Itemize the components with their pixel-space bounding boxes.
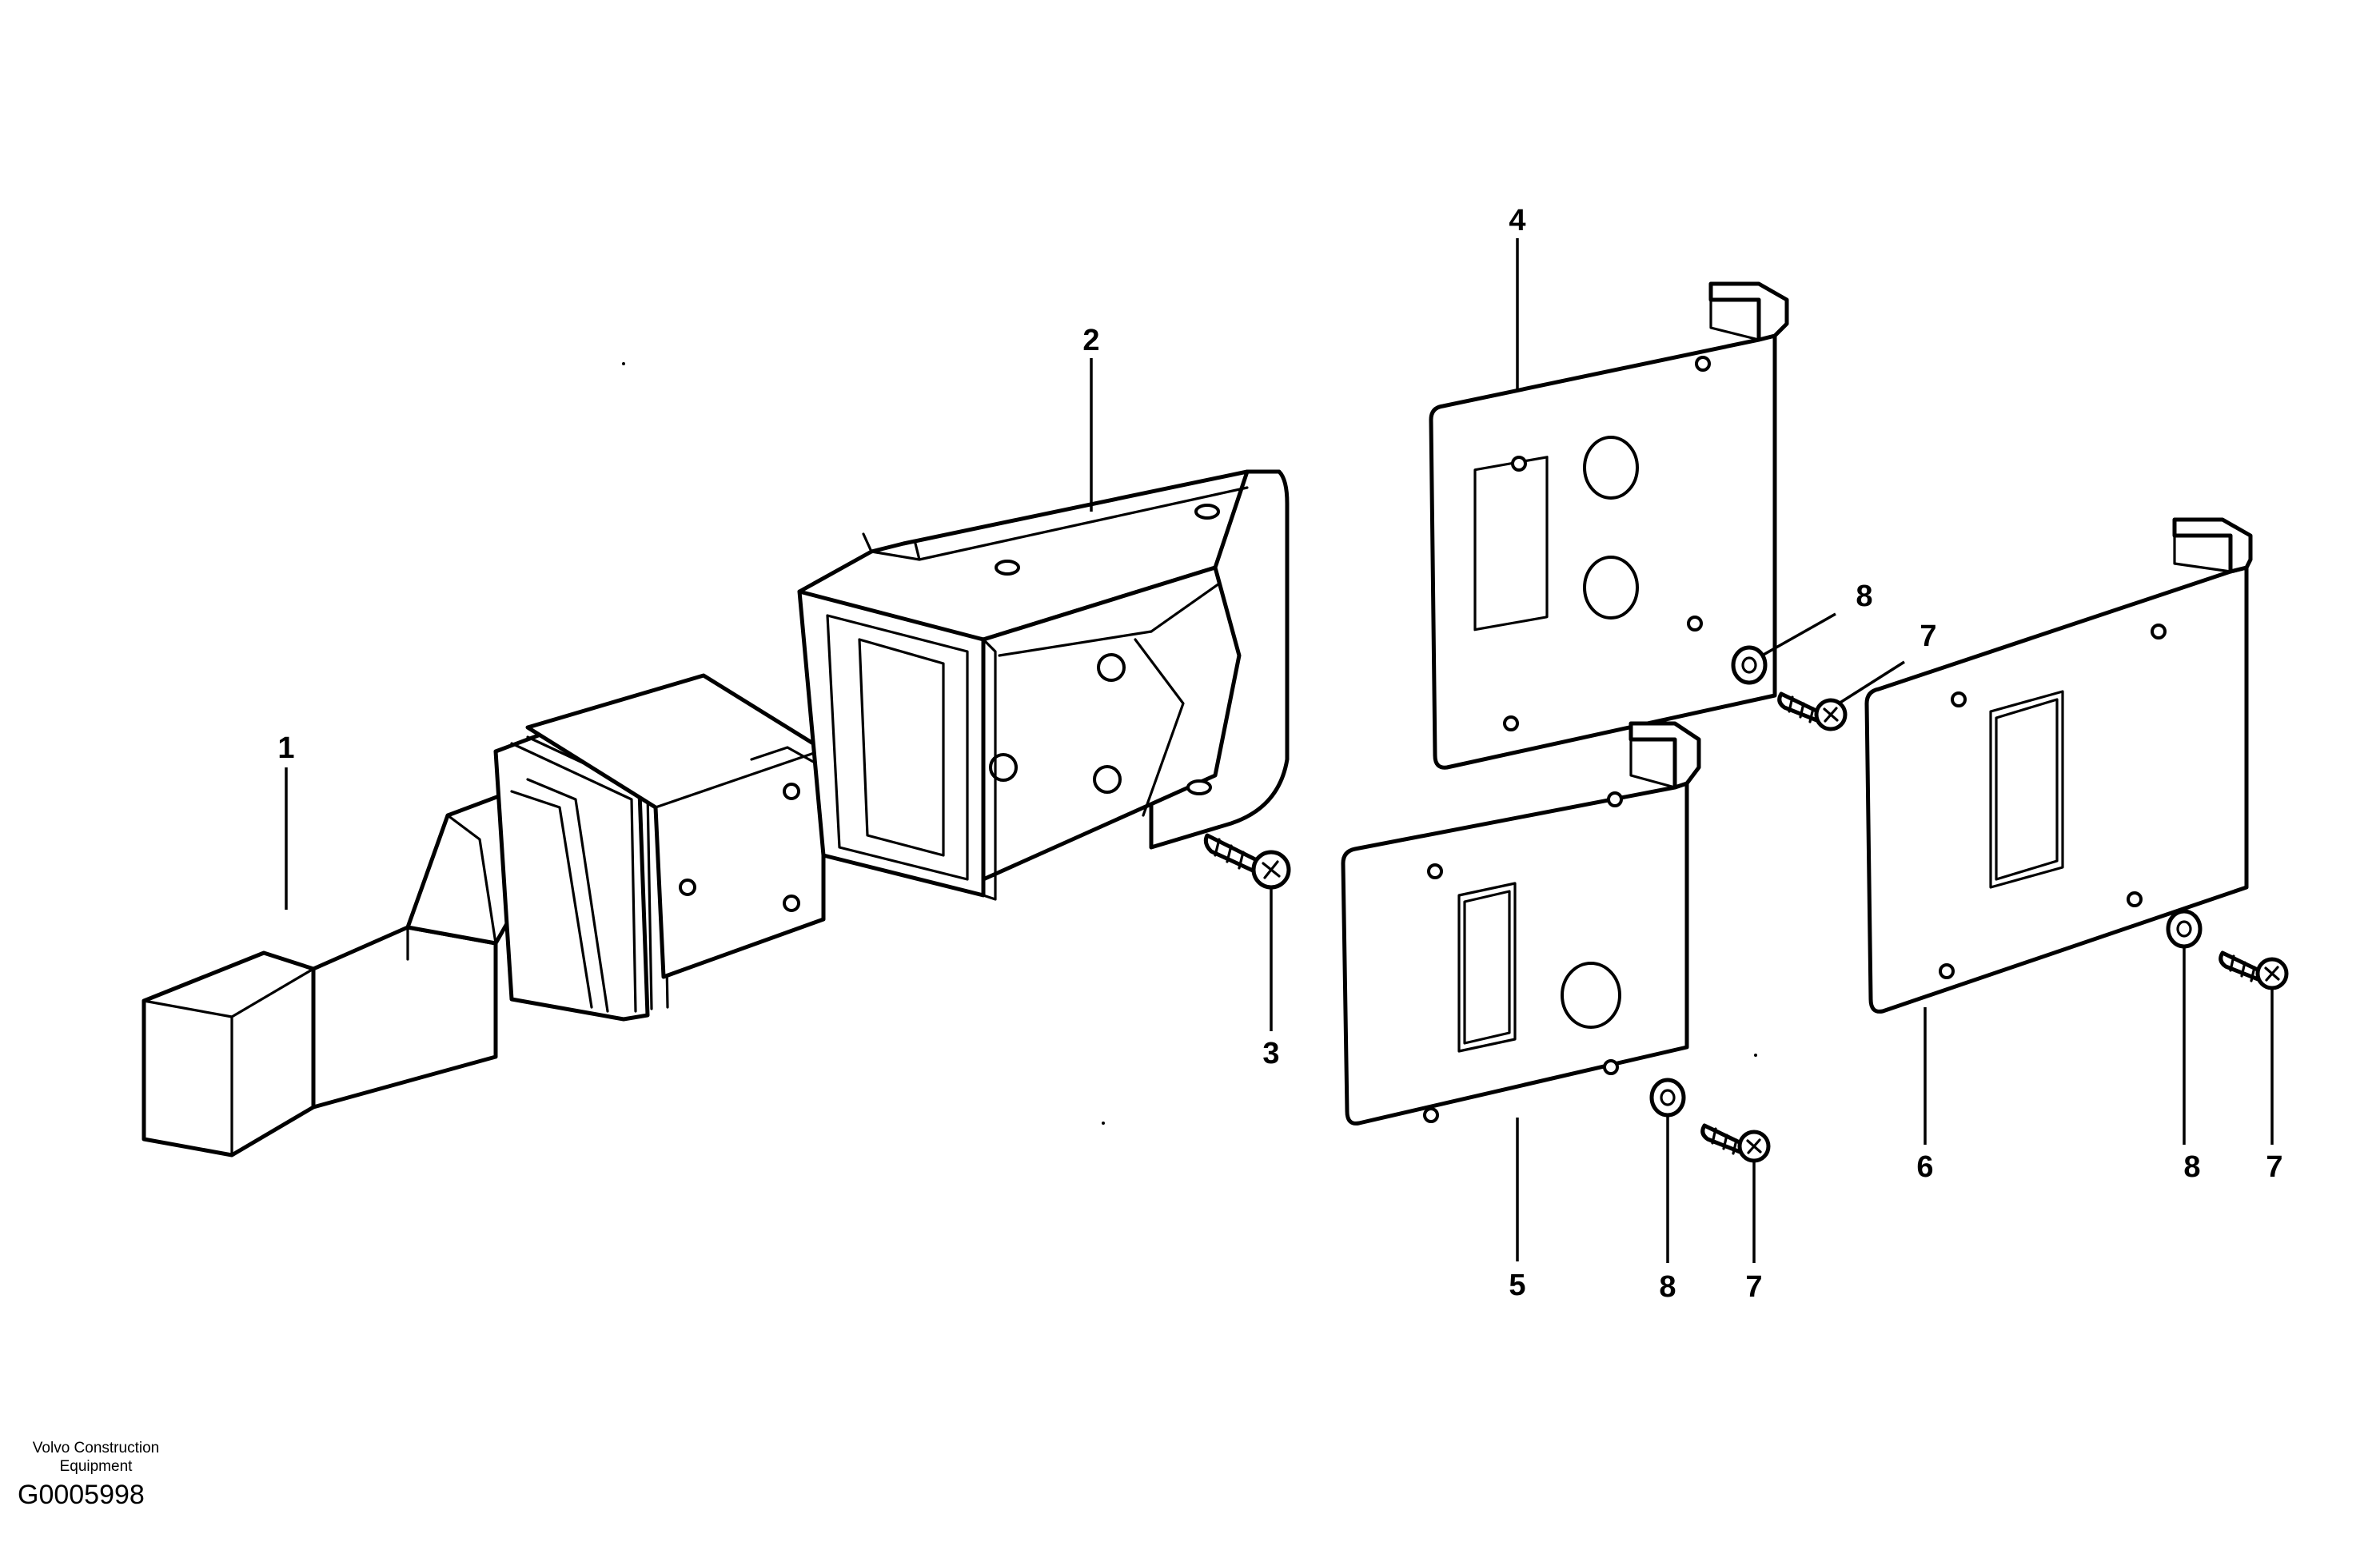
- drawing-code: G0005998: [18, 1480, 145, 1510]
- manufacturer-name-line1: Volvo Construction: [32, 1440, 160, 1456]
- callout-8-upper: 8: [1856, 580, 1872, 613]
- part-1-control-lever: [142, 673, 933, 1158]
- part-7-screw: [2219, 950, 2289, 990]
- callout-7-lower-left: 7: [1745, 1270, 1762, 1304]
- callout-2: 2: [1082, 324, 1099, 357]
- part-4-mounting-plate: [1429, 281, 1789, 770]
- callout-6: 6: [1916, 1150, 1933, 1184]
- part-8-washer: [1731, 645, 1768, 685]
- part-3-screw: [1203, 833, 1291, 890]
- part-8-washer: [2166, 909, 2203, 949]
- drawing-footer: Volvo Construction Equipment G0005998: [0, 1439, 192, 1511]
- callout-4: 4: [1509, 204, 1525, 237]
- part-6-mounting-plate: [1864, 517, 2253, 1014]
- callout-7-right: 7: [2266, 1150, 2282, 1184]
- part-5-mounting-plate: [1341, 721, 1701, 1126]
- callout-8-lower-left: 8: [1659, 1270, 1676, 1304]
- part-7-screw: [1700, 1123, 1771, 1163]
- callout-7-upper: 7: [1920, 620, 1936, 653]
- callout-5: 5: [1509, 1269, 1525, 1302]
- manufacturer-name-line2: Equipment: [59, 1458, 133, 1475]
- part-8-washer: [1649, 1078, 1686, 1118]
- callout-labels: 1 2 3 4 5 6 8 7 8 7 8 7: [277, 204, 2282, 1304]
- callout-3: 3: [1262, 1037, 1279, 1070]
- callout-8-right: 8: [2183, 1150, 2200, 1184]
- part-7-screw: [1777, 691, 1848, 731]
- callout-1: 1: [277, 731, 294, 765]
- part-2-console-housing: [797, 469, 1290, 901]
- leader-lines: [285, 238, 2274, 1263]
